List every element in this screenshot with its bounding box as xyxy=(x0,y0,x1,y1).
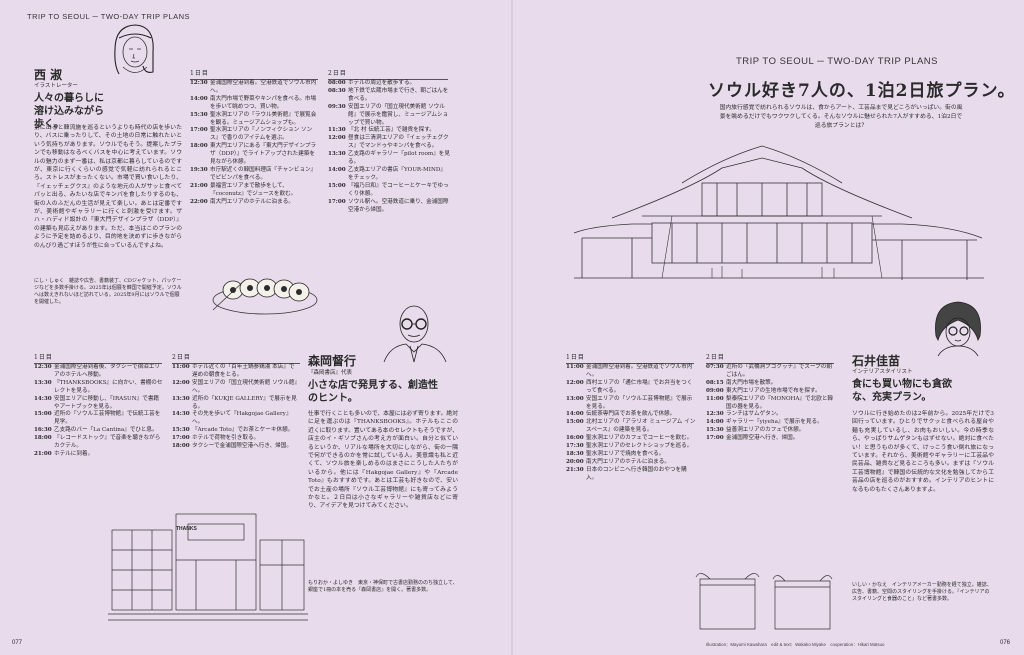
ishii-name: 石井佳苗 xyxy=(852,354,901,368)
ishii-bio: いしい・かなえ インテリアメーカー勤務を経て独立。雑誌、広告、書籍、空間のスタイ… xyxy=(852,582,992,602)
nishi-catch: 人々の暮らしに溶け込みながら歩く。 xyxy=(34,93,104,130)
schedule-row: 13:30『THANKSBOOKS』に向かい、書棚のセレクトを見る。 xyxy=(34,379,163,394)
nishi-bio: にし・しゅく 雑誌や広告、書籍装丁、CDジャケット、パッケージなどを多数手掛ける… xyxy=(34,278,182,305)
ishii-portrait xyxy=(935,301,981,357)
morioka-catch: 小さな店で発見する、創造性のヒント。 xyxy=(308,380,438,404)
ishii-day2-label: 2日目 xyxy=(706,352,834,364)
page-number-left: 077 xyxy=(12,640,23,646)
morioka-bio: もりおか・よしゆき 東京・神保町で古書店勤務ののち独立して、銀座で1冊の本を売る… xyxy=(308,580,458,593)
section-label-left: TRIP TO SEOUL ─ TWO-DAY TRIP PLANS xyxy=(27,12,191,21)
store-sign: THANKS xyxy=(176,526,197,532)
ishii-role: インテリアスタイリスト xyxy=(852,369,913,375)
kimbap-illustration xyxy=(212,278,318,315)
schedule-row: 15:30『Arcade Toto』でお茶とケーキ休憩。 xyxy=(172,427,294,434)
nishi-body: 第に出ると韓流施を巡るというよりも時代の店を歩いたり、バスに乗ったりして、その土… xyxy=(34,125,182,249)
ishii-catch: 食にも買い物にも貪欲な、充実プラン。 xyxy=(852,379,952,403)
bookstore-street-illustration xyxy=(108,513,308,621)
credit-line: Illustration：Mayumi Kawahara edit & text… xyxy=(706,642,885,647)
ishii-body: ソウルに行き始めたのは2年前から。2025年だけで3回行っています。ひとりでサク… xyxy=(852,411,994,493)
schedule-row: 18:00『レコードストック』で音楽を聴きながらカクテル。 xyxy=(34,435,161,450)
nishi-day2-label: 2日目 xyxy=(328,68,448,80)
page-gutter xyxy=(511,0,513,655)
feature-lead: 国内旅行感覚で訪れられるソウルは、食からアート、工芸品まで見どころがいっぱい。街… xyxy=(719,105,963,129)
nishi-name: 西 淑 xyxy=(34,68,63,82)
morioka-role: 『森岡書店』代表 xyxy=(308,370,353,376)
morioka-name: 森岡督行 xyxy=(308,354,357,368)
nishi-portrait xyxy=(114,24,154,75)
schedule-row: 11:30『北 村 伝統工芸』で雑貨を探す。 xyxy=(328,127,435,134)
morioka-day1-label: 1日目 xyxy=(34,352,162,364)
morioka-body: 仕事で行くことも多いので、本屋には必ず寄ります。絶対に足を運ぶのは『THANKS… xyxy=(308,411,458,510)
palace-illustration xyxy=(573,145,984,280)
schedule-row: 15:00『福乃日和』でコーヒーとケーキでゆっくり休憩。 xyxy=(328,182,449,197)
section-label-right: TRIP TO SEOUL ─ TWO-DAY TRIP PLANS xyxy=(736,56,938,67)
page-number-right: 076 xyxy=(1000,640,1011,646)
feature-title: ソウル好き7人の、1泊2日旅プラン。 xyxy=(708,81,1016,101)
nishi-role: イラストレーター xyxy=(34,83,78,89)
morioka-day2-label: 2日目 xyxy=(172,352,300,364)
ishii-day1-label: 1日目 xyxy=(566,352,694,364)
nishi-day1-label: 1日目 xyxy=(190,68,318,80)
pouch-illustration xyxy=(695,573,833,630)
morioka-portrait xyxy=(383,305,447,363)
